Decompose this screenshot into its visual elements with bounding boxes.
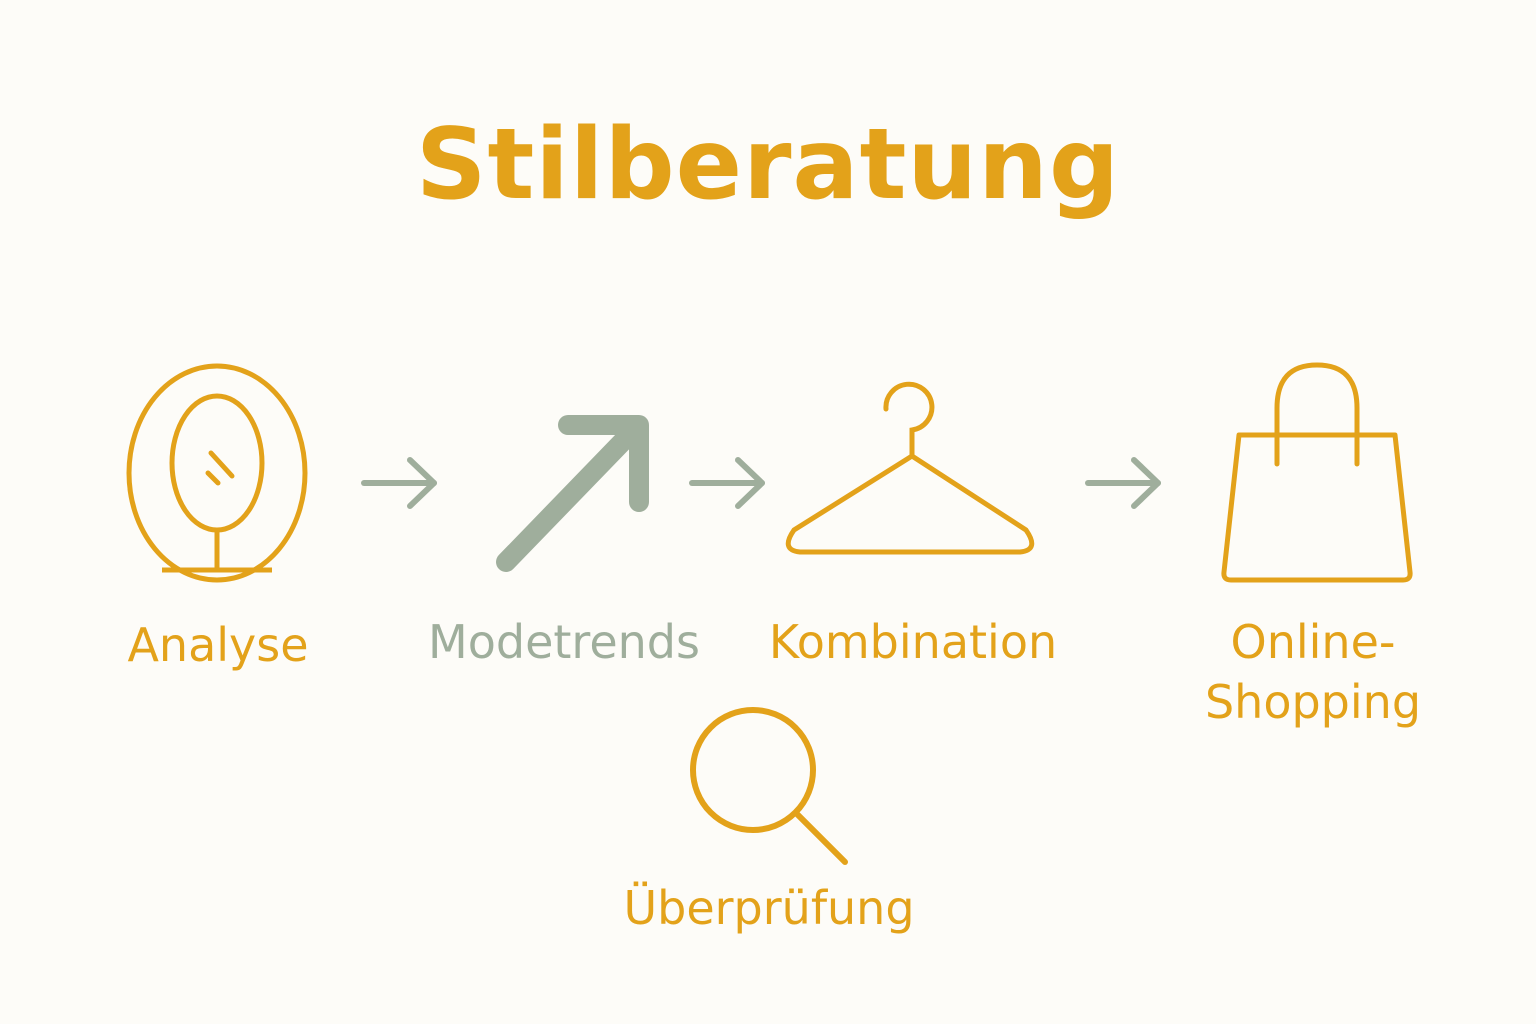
step-label-kombination: Kombination <box>768 615 1058 669</box>
hanger-icon <box>785 381 1035 555</box>
trend-arrow-icon <box>496 415 649 572</box>
step-label-analyse: Analyse <box>127 618 309 672</box>
shopping-bag-icon <box>1221 362 1413 583</box>
diagram-title: Stilberatung <box>415 108 1121 222</box>
arrow-right-icon <box>689 457 765 509</box>
arrow-right-icon <box>1085 457 1161 509</box>
mirror-icon <box>126 363 308 583</box>
step-label-modetrends: Modetrends <box>428 615 700 669</box>
arrow-right-icon <box>361 457 437 509</box>
step-label-online: Online- <box>1230 615 1396 669</box>
step-label-shopping: Shopping <box>1204 675 1422 729</box>
step-label-ueberpruefung: Überprüfung <box>623 881 915 935</box>
magnifier-icon <box>690 707 848 865</box>
